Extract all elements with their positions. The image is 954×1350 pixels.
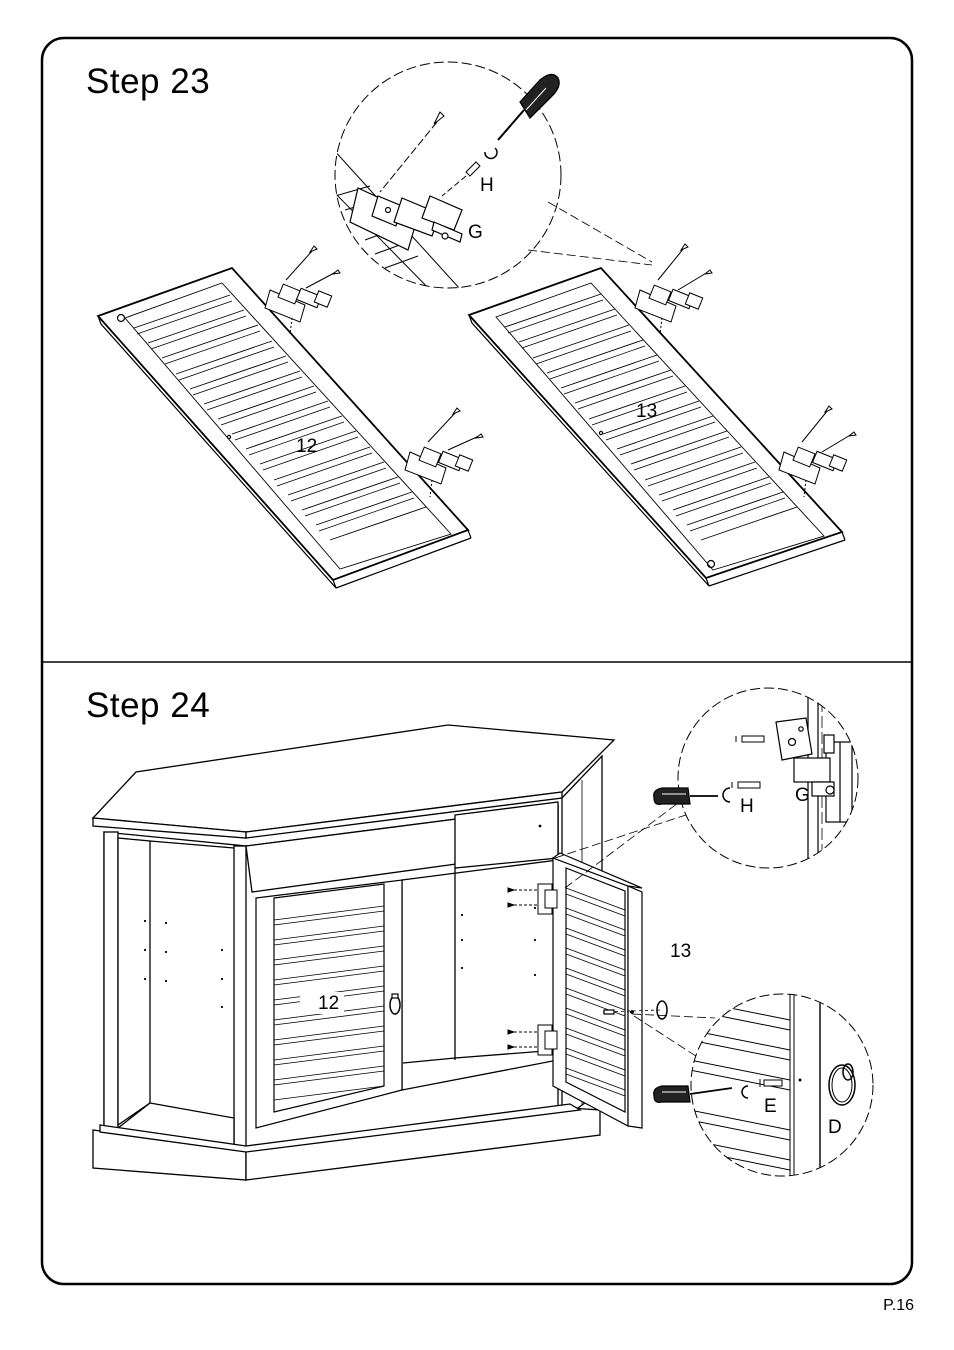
label-e: E <box>764 1096 777 1117</box>
label-h-detail: H <box>480 175 494 196</box>
callout-line <box>528 250 652 265</box>
label-g-detail-24: G <box>795 785 810 806</box>
step-24-title: Step 24 <box>86 686 210 726</box>
cabinet-panel-13-label: 13 <box>670 941 691 962</box>
page-number: P.16 <box>883 1297 914 1315</box>
callout-line <box>548 202 652 262</box>
detail-callout-hinge-attach: G <box>678 680 858 880</box>
panel-13-label: 13 <box>636 401 657 422</box>
panel-12-label: 12 <box>296 436 317 457</box>
label-h-24: H <box>740 796 754 817</box>
detail-callout-hinge-mount: H G <box>332 62 561 300</box>
callout-line <box>634 1016 702 1060</box>
screw-e-door <box>604 1010 614 1014</box>
callout-line <box>632 1014 715 1018</box>
step-23-title: Step 23 <box>86 62 210 102</box>
label-d-detail: D <box>828 1117 842 1138</box>
cabinet-door-13 <box>553 853 667 1128</box>
label-g-detail: G <box>468 222 483 243</box>
cabinet-panel-12-label: 12 <box>318 993 339 1014</box>
